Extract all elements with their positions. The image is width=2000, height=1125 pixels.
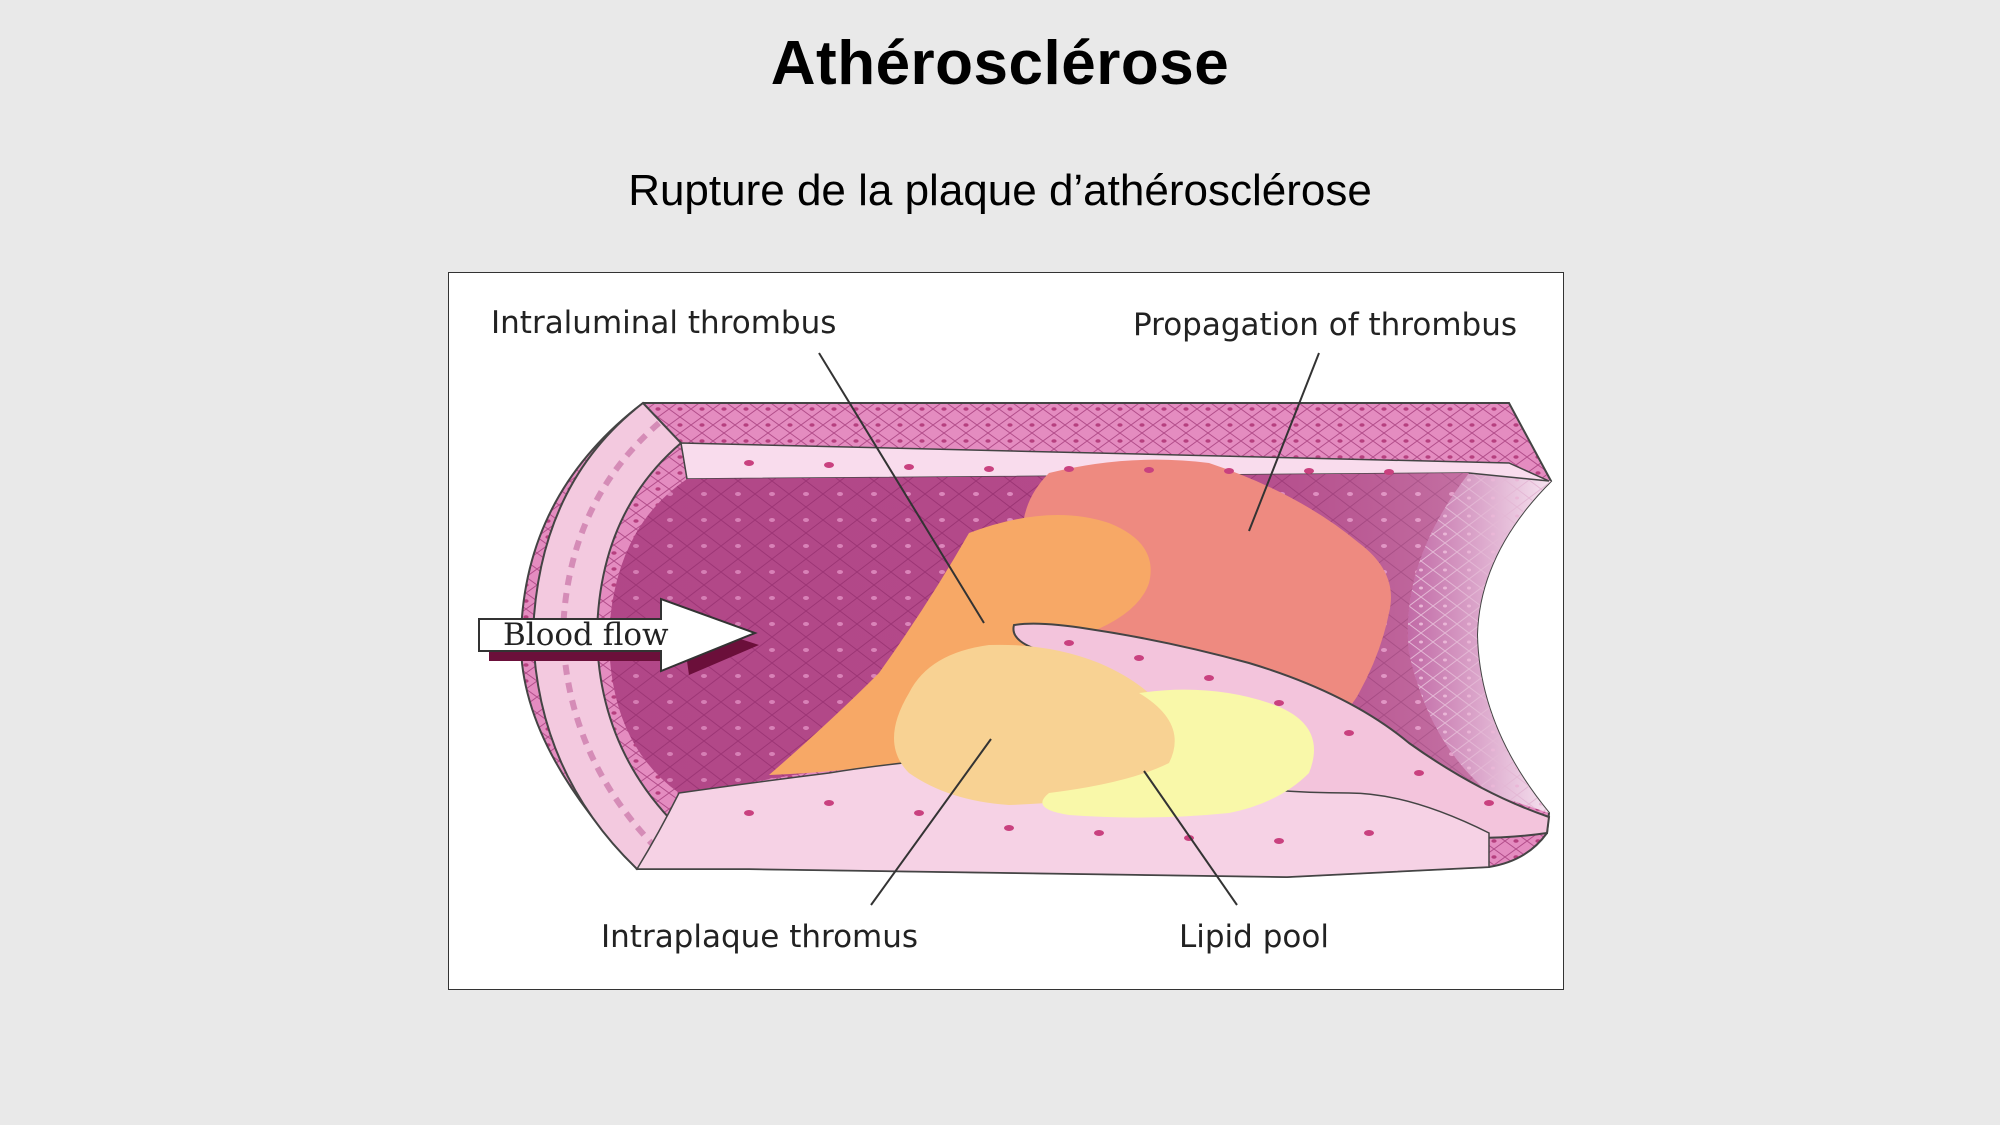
intraplaque-thrombus xyxy=(894,644,1179,805)
lipid-pool xyxy=(1042,689,1314,818)
label-intraplaque-thrombus: Intraplaque thromus xyxy=(601,919,918,955)
label-intraluminal-thrombus: Intraluminal thrombus xyxy=(491,305,836,341)
slide-subtitle: Rupture de la plaque d’athérosclérose xyxy=(628,166,1372,215)
label-propagation-of-thrombus: Propagation of thrombus xyxy=(1133,307,1517,343)
slide-title: Athérosclérose xyxy=(770,29,1230,98)
lining-cells xyxy=(744,460,1494,844)
label-blood-flow: Blood flow xyxy=(503,617,669,653)
label-lipid-pool: Lipid pool xyxy=(1179,919,1329,955)
blood-flow-arrow: Blood flow xyxy=(478,597,759,675)
leader-lines xyxy=(818,352,1320,906)
arrow-body xyxy=(478,597,758,673)
atherosclerosis-figure: Blood flow Intraluminal thrombus Propaga… xyxy=(448,272,1564,990)
vessel-diagram: Blood flow Intraluminal thrombus Propaga… xyxy=(478,305,1553,955)
